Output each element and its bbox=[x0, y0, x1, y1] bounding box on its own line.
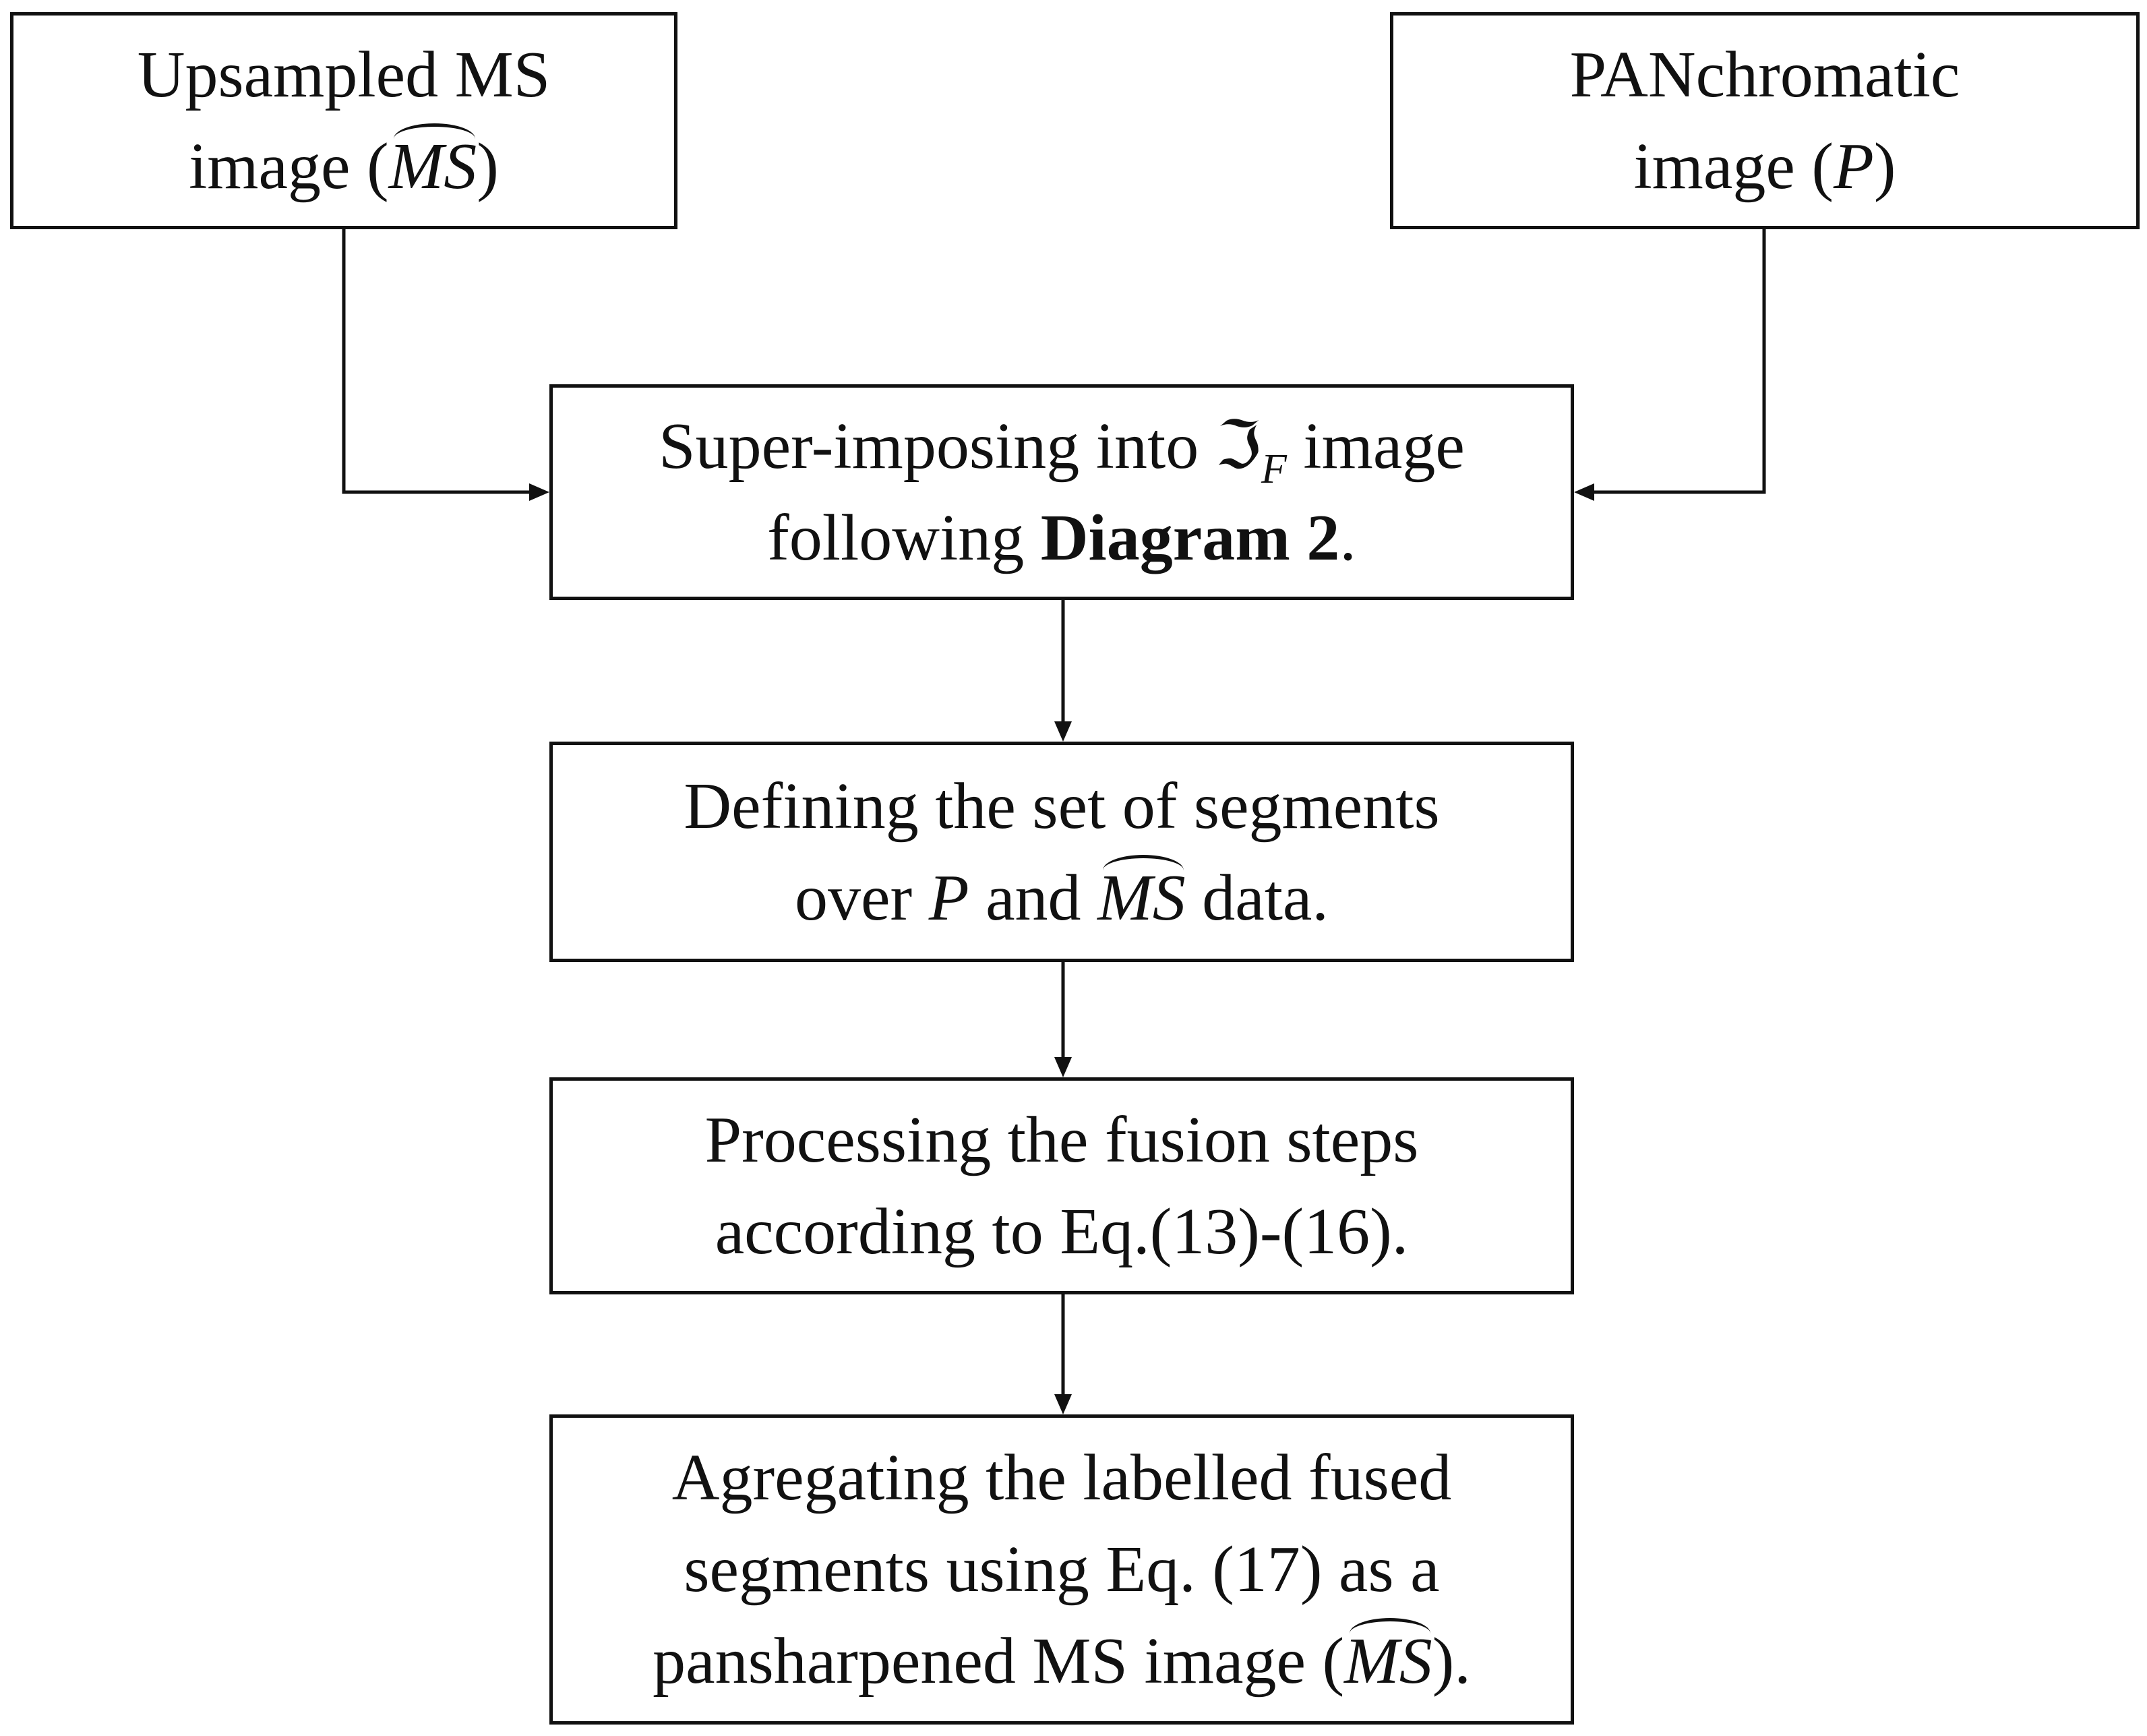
arrowhead-fusion-to-aggregate bbox=[1054, 1394, 1072, 1414]
ms-input-line2: image (MS) bbox=[189, 121, 499, 212]
fused-image-subscript: F bbox=[1261, 446, 1287, 492]
ms-input-box: Upsampled MS image (MS) bbox=[10, 12, 677, 229]
pan-input-box: PANchromatic image (P) bbox=[1390, 12, 2140, 229]
arrowhead-segments-to-fusion bbox=[1054, 1057, 1072, 1077]
arrowhead-pan-to-superimpose bbox=[1574, 483, 1594, 501]
edge-ms-to-superimpose bbox=[342, 229, 533, 494]
p-symbol: P bbox=[928, 861, 969, 934]
pan-input-line1: PANchromatic bbox=[1569, 38, 1960, 111]
diagram-reference: Diagram 2 bbox=[1040, 502, 1340, 574]
fused-image-symbol: ℑ bbox=[1215, 410, 1262, 483]
segments-line2: over P and MS data. bbox=[795, 852, 1329, 944]
fusion-line1: Processing the fusion steps bbox=[704, 1104, 1419, 1176]
segments-line1: Defining the set of segments bbox=[684, 769, 1440, 843]
aggregate-line1: Agregating the labelled fused bbox=[671, 1441, 1452, 1514]
superimpose-box: Super-imposing into ℑF image following D… bbox=[549, 384, 1574, 600]
ms-tilde-symbol: MS bbox=[389, 121, 477, 212]
edge-pan-to-superimpose bbox=[1591, 229, 1766, 494]
ms-tilde-symbol-2: MS bbox=[1097, 852, 1186, 944]
fusion-box: Processing the fusion steps according to… bbox=[549, 1077, 1574, 1294]
arrowhead-ms-to-superimpose bbox=[529, 483, 549, 501]
aggregate-line3: pansharpened MS image (MS). bbox=[653, 1615, 1471, 1707]
ms-input-line1: Upsampled MS bbox=[137, 38, 551, 111]
ms-tilde-symbol-3: MS bbox=[1344, 1615, 1432, 1707]
superimpose-line1: Super-imposing into ℑF image bbox=[659, 410, 1465, 492]
superimpose-line2: following Diagram 2. bbox=[767, 502, 1356, 574]
aggregate-box: Agregating the labelled fused segments u… bbox=[549, 1414, 1574, 1725]
segments-box: Defining the set of segments over P and … bbox=[549, 742, 1574, 962]
arrowhead-superimpose-to-segments bbox=[1054, 721, 1072, 742]
pan-symbol: P bbox=[1834, 130, 1874, 203]
pan-input-line2: image (P) bbox=[1633, 130, 1896, 203]
fusion-line2: according to Eq.(13)-(16). bbox=[715, 1195, 1409, 1268]
aggregate-line2: segments using Eq. (17) as a bbox=[684, 1533, 1440, 1606]
